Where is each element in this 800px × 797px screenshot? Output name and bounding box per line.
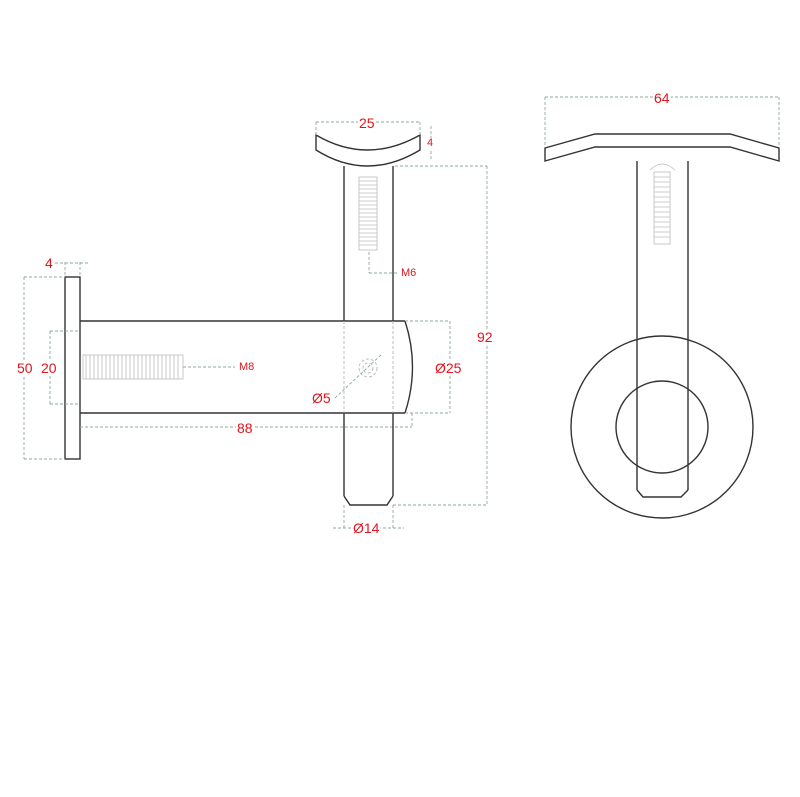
dim-pin-hole: Ø5	[311, 390, 332, 406]
dim-saddle-length: 64	[653, 90, 671, 106]
dim-stem-diameter: Ø14	[352, 520, 381, 536]
dim-arm-length: 88	[236, 420, 254, 436]
dim-plate-thickness: 4	[44, 255, 54, 271]
dim-bolt-spacing: 20	[40, 360, 58, 376]
dim-saddle-height: 4	[426, 137, 435, 149]
end-view	[544, 96, 780, 519]
dim-stem-height: 92	[476, 329, 494, 345]
front-view	[315, 121, 488, 530]
dim-plate-diameter: 50	[16, 360, 34, 376]
m8-thread	[82, 354, 184, 380]
dim-arm-diameter: Ø25	[434, 360, 463, 376]
dim-saddle-width: 25	[358, 115, 376, 131]
label-m6-thread: M6	[400, 267, 418, 279]
m6-thread	[358, 176, 378, 251]
label-m8-thread: M8	[238, 361, 256, 373]
wall-plate	[64, 276, 81, 460]
